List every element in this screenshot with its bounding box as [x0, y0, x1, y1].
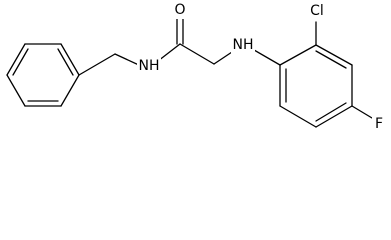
bond	[351, 105, 373, 119]
bond	[315, 105, 353, 128]
bond	[279, 105, 317, 128]
chlorofluorophenyl-ring	[279, 21, 373, 128]
atom-label: NH	[233, 37, 254, 53]
bond	[315, 102, 347, 122]
bond	[315, 50, 347, 69]
bond	[60, 74, 80, 107]
atom-amide-nitrogen: NH	[137, 58, 161, 75]
atom-label: F	[375, 116, 383, 132]
bond	[315, 44, 353, 66]
bond	[60, 43, 80, 76]
atom-amine-nitrogen: NH	[231, 37, 255, 54]
atom-label: Cl	[310, 3, 324, 19]
bond	[213, 51, 233, 65]
bond	[6, 74, 26, 107]
bond	[12, 48, 29, 76]
benzyl-ring	[6, 43, 80, 107]
bond	[57, 48, 74, 76]
atom-label: O	[174, 2, 185, 18]
bond	[179, 43, 215, 65]
bond	[279, 44, 317, 66]
bond	[78, 53, 116, 76]
bond	[114, 53, 142, 67]
linker-chain	[78, 17, 281, 76]
structure-diagram: O NH NH Cl F	[6, 2, 386, 133]
atom-label: NH	[139, 58, 160, 74]
atom-fluorine: F	[372, 116, 386, 133]
atom-carbonyl-oxygen: O	[172, 2, 188, 19]
bond	[253, 49, 281, 66]
bond	[6, 43, 26, 76]
atom-chlorine: Cl	[308, 3, 326, 20]
bond	[157, 43, 181, 62]
